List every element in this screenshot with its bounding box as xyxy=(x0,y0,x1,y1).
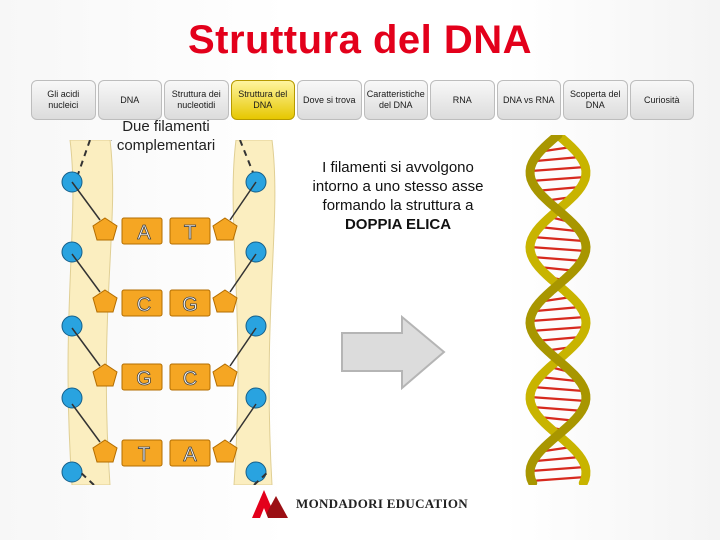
base-letter-left-2: G xyxy=(136,368,152,390)
nav-button-6[interactable]: RNA xyxy=(430,80,495,120)
base-letter-right-3: A xyxy=(183,444,197,466)
nav-button-1[interactable]: DNA xyxy=(97,80,162,120)
phosphate-left-1 xyxy=(61,241,83,263)
base-right-1 xyxy=(169,289,211,317)
helix-rung-8 xyxy=(539,225,577,233)
sugar-left-0 xyxy=(92,217,118,241)
helix-rung-24 xyxy=(532,385,584,393)
base-letter-left-1: C xyxy=(137,294,151,316)
publisher-logo: MONDADORI EDUCATION xyxy=(250,488,480,520)
helix-rung-33 xyxy=(530,475,586,483)
slide-title: Struttura del DNA xyxy=(187,18,533,62)
base-right-3 xyxy=(169,439,211,467)
sugar-right-0 xyxy=(212,217,238,241)
mondadori-logo-icon xyxy=(252,490,288,518)
base-letter-left-3: T xyxy=(138,444,150,466)
helix-rung-11 xyxy=(532,255,584,263)
helix-rung-9 xyxy=(532,235,584,243)
helix-rung-31 xyxy=(535,455,581,463)
double-helix-image xyxy=(525,135,591,485)
phosphate-right-2 xyxy=(245,315,267,337)
phosphate-left-3 xyxy=(61,387,83,409)
left-link-2 xyxy=(71,327,101,367)
helix-rung-25 xyxy=(529,395,587,403)
right-link-0 xyxy=(229,181,257,221)
phosphate-left-4 xyxy=(61,461,83,483)
helix-rung-10 xyxy=(529,245,587,253)
helix-rung-32 xyxy=(530,465,586,473)
phosphate-right-1 xyxy=(245,241,267,263)
right-arrow-icon xyxy=(341,315,446,390)
sugar-right-3 xyxy=(212,439,238,463)
nav-button-3[interactable]: Struttura del DNA xyxy=(230,80,295,120)
helix-rung-16 xyxy=(535,305,581,313)
sugar-left-2 xyxy=(92,363,118,387)
phosphate-left-2 xyxy=(61,315,83,337)
base-letter-right-1: G xyxy=(182,294,198,316)
base-right-0 xyxy=(169,217,211,245)
helix-rung-3 xyxy=(530,175,586,183)
nav-button-5[interactable]: Caratteristiche del DNA xyxy=(363,80,428,120)
strands-label: Due filamenti complementari xyxy=(116,118,216,154)
base-left-3 xyxy=(121,439,163,467)
right-strand-bottom xyxy=(253,469,271,485)
nav-button-4[interactable]: Dove si trova xyxy=(297,80,362,120)
helix-strand-a xyxy=(525,135,591,485)
helix-strand-b xyxy=(525,135,591,485)
base-letter-left-0: A xyxy=(137,222,151,244)
nav-button-7[interactable]: DNA vs RNA xyxy=(496,80,561,120)
nav-button-2[interactable]: Struttura dei nucleotidi xyxy=(164,80,229,120)
base-right-2 xyxy=(169,363,211,391)
complementary-strands-diagram: A T C G G C T A xyxy=(61,140,276,485)
helix-rung-17 xyxy=(530,315,586,323)
helix-rung-18 xyxy=(530,325,586,333)
sugar-right-1 xyxy=(212,289,238,313)
phosphate-right-4 xyxy=(245,461,267,483)
base-letter-right-0: T xyxy=(184,222,196,244)
left-link-1 xyxy=(71,253,101,293)
base-left-2 xyxy=(121,363,163,391)
nav-button-0[interactable]: Gli acidi nucleici xyxy=(31,80,96,120)
helix-rung-26 xyxy=(532,405,584,413)
nav-button-8[interactable]: Scoperta del DNA xyxy=(563,80,628,120)
left-link-0 xyxy=(71,181,101,221)
helix-description-text: I filamenti si avvolgono intorno a uno s… xyxy=(312,159,484,214)
publisher-name: MONDADORI EDUCATION xyxy=(296,496,468,511)
base-left-0 xyxy=(121,217,163,245)
base-letter-right-2: C xyxy=(183,368,197,390)
helix-description: I filamenti si avvolgono intorno a uno s… xyxy=(298,158,498,234)
nav-button-9[interactable]: Curiosità xyxy=(629,80,694,120)
helix-description-bold: DOPPIA ELICA xyxy=(344,216,452,233)
sugar-left-3 xyxy=(92,439,118,463)
phosphate-right-3 xyxy=(245,387,267,409)
helix-rung-1 xyxy=(535,155,581,163)
sugar-right-2 xyxy=(212,363,238,387)
right-link-1 xyxy=(229,253,257,293)
helix-rung-2 xyxy=(530,165,586,173)
left-link-3 xyxy=(71,403,101,443)
left-strand-end xyxy=(75,140,91,181)
right-link-3 xyxy=(229,403,257,443)
right-link-2 xyxy=(229,327,257,367)
left-strand-bottom xyxy=(77,469,95,485)
base-left-1 xyxy=(121,289,163,317)
helix-rung-23 xyxy=(539,375,577,383)
sugar-left-1 xyxy=(92,289,118,313)
